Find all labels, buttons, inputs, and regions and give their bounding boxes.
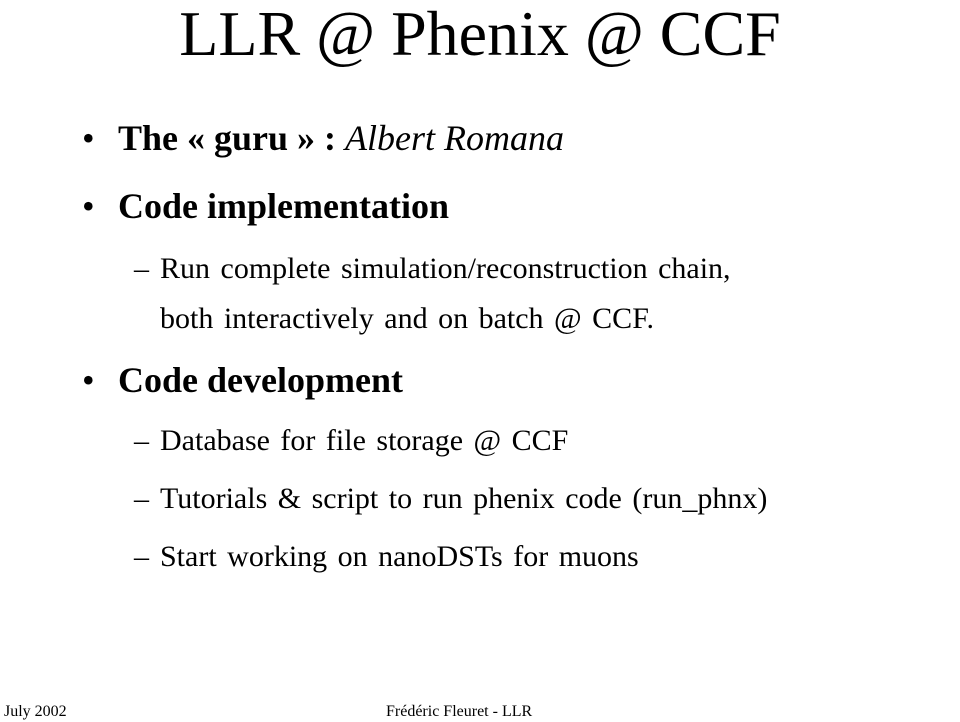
code-implementation-label: Code implementation [118,186,449,226]
bullet-icon: • [82,360,95,400]
footer-author: Frédéric Fleuret - LLR [386,703,533,720]
slide-title: LLR @ Phenix @ CCF [179,0,781,69]
code-development-label: Code development [118,360,403,400]
subitem-text: both interactively and on batch @ CCF. [160,302,654,335]
dash-marker: – [134,424,149,457]
subitem-text: Database for file storage @ CCF [160,424,569,457]
guru-label: The « guru » : [118,118,346,158]
subitem-text: Start working on nanoDSTs for muons [160,540,639,573]
bullet-icon: • [82,118,95,158]
dash-marker: – [134,540,149,573]
slide-body: • The « guru » : Albert Romana • Code im… [82,118,768,573]
dash-marker: – [134,252,149,285]
subitem-text: Run complete simulation/reconstruction c… [160,252,731,285]
guru-name: Albert Romana [345,118,565,158]
footer-date: July 2002 [4,703,67,720]
dash-marker: – [134,482,149,515]
bullet-icon: • [82,186,95,226]
subitem-text: Tutorials & script to run phenix code (r… [160,482,768,515]
